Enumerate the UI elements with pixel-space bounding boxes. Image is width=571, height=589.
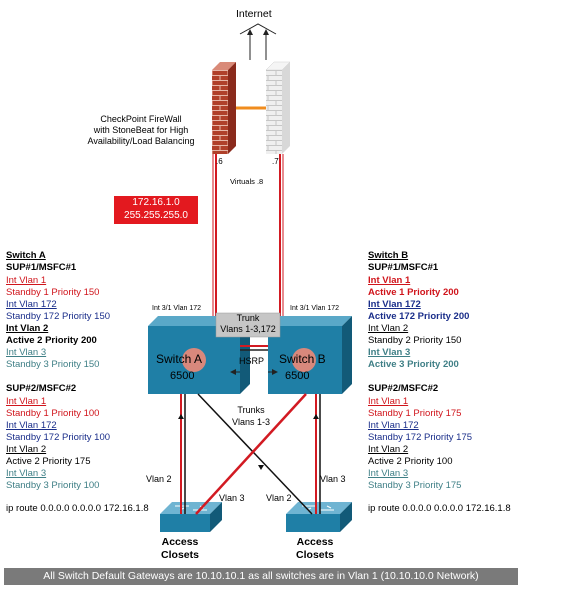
switch-a-sup2-line: Int Vlan 2 bbox=[6, 444, 47, 455]
switch-a-sup1-line: Int Vlan 1 bbox=[6, 275, 47, 286]
trunk-title: Trunk bbox=[236, 313, 260, 323]
switch-b-sup2-line: Int Vlan 1 bbox=[368, 396, 409, 407]
switch-a-sup1-line: Standby 1 Priority 150 bbox=[6, 287, 100, 298]
link-vlan3-left: Vlan 3 bbox=[219, 493, 245, 503]
switch-a-sup2-line: Standby 1 Priority 100 bbox=[6, 408, 100, 419]
firewall-secondary bbox=[265, 61, 291, 154]
trunks-label: Trunks Vlans 1-3 bbox=[229, 404, 273, 428]
switch-b-model: 6500 bbox=[285, 370, 310, 382]
switch-b-sup1-line: Int Vlan 3 bbox=[368, 347, 411, 358]
switch-a-sup1-line: Standby 172 Priority 150 bbox=[6, 311, 111, 322]
trunks-vlans: Vlans 1-3 bbox=[231, 417, 271, 427]
switch-b-sup2-line: Standby 172 Priority 175 bbox=[368, 432, 473, 443]
switch-b-sup1-line: Active 1 Priority 200 bbox=[368, 287, 459, 298]
switch-a-port-label: Int 3/1 Vlan 172 bbox=[152, 305, 202, 312]
access-links bbox=[178, 393, 321, 515]
switch-a-sup2-line: Standby 172 Priority 100 bbox=[6, 432, 111, 443]
switch-b-sup2-line: Active 2 Priority 100 bbox=[368, 456, 453, 467]
switch-a-name: Switch A bbox=[156, 352, 203, 366]
switch-a-sup1-line: Int Vlan 2 bbox=[6, 323, 49, 334]
switch-b-sup1-line: Standby 2 Priority 150 bbox=[368, 335, 462, 346]
access-closets-left-label: Access Closets bbox=[161, 536, 199, 561]
hsrp-label: HSRP bbox=[239, 356, 265, 366]
switch-b-name: Switch B bbox=[279, 352, 326, 366]
switch-a-sup2-line: Active 2 Priority 175 bbox=[6, 456, 91, 467]
trunk-label: Trunk Vlans 1-3,172 bbox=[216, 313, 280, 335]
footer-note: All Switch Default Gateways are 10.10.10… bbox=[4, 568, 518, 585]
switch-b-sup2-line: Int Vlan 3 bbox=[368, 468, 409, 479]
switch-a-model: 6500 bbox=[170, 370, 195, 382]
trunk-vlans: Vlans 1-3,172 bbox=[220, 324, 276, 334]
switch-a-sup1-line: Int Vlan 172 bbox=[6, 299, 57, 310]
switch-a-sup1-line: Active 2 Priority 200 bbox=[6, 335, 97, 346]
internet-arrows bbox=[239, 23, 277, 60]
switch-b-sup2-line: Int Vlan 172 bbox=[368, 420, 419, 431]
switch-b-sup2-line: Standby 1 Priority 175 bbox=[368, 408, 462, 419]
firewall-virtual-ip: Virtuals .8 bbox=[230, 177, 264, 186]
link-vlan3-right: Vlan 3 bbox=[320, 474, 346, 484]
switch-a-heading: Switch A bbox=[6, 250, 46, 261]
switch-a-icon bbox=[148, 316, 250, 394]
link-vlan2-left: Vlan 2 bbox=[146, 474, 172, 484]
subnet-mask: 255.255.255.0 bbox=[124, 210, 188, 221]
switch-a-sup2-line: Int Vlan 3 bbox=[6, 468, 47, 479]
switch-b-sup1-line: Int Vlan 2 bbox=[368, 323, 409, 334]
firewall-uplinks bbox=[212, 154, 284, 320]
switch-a-sup1-title: SUP#1/MSFC#1 bbox=[6, 262, 77, 273]
trunks-title: Trunks bbox=[237, 405, 265, 415]
switch-a-sup1-line: Standby 3 Priority 150 bbox=[6, 359, 100, 370]
switch-a-sup1-line: Int Vlan 3 bbox=[6, 347, 47, 358]
access-closet-right-icon bbox=[286, 502, 352, 532]
switch-b-sup2-title: SUP#2/MSFC#2 bbox=[368, 383, 439, 394]
firewall-label: CheckPoint FireWall with StoneBeat for H… bbox=[87, 114, 195, 146]
switch-a-route: ip route 0.0.0.0 0.0.0.0 172.16.1.8 bbox=[6, 503, 149, 514]
switch-a-sup2-line: Int Vlan 172 bbox=[6, 420, 57, 431]
firewall-left-ip: .6 bbox=[216, 157, 223, 166]
switch-a-sup2-title: SUP#2/MSFC#2 bbox=[6, 383, 77, 394]
switch-b-sup2-line: Standby 3 Priority 175 bbox=[368, 480, 462, 491]
firewall-right-ip: .7 bbox=[272, 157, 279, 166]
switch-b-sup2-line: Int Vlan 2 bbox=[368, 444, 409, 455]
firewall-primary bbox=[212, 62, 236, 154]
switch-a-sup2-line: Int Vlan 1 bbox=[6, 396, 47, 407]
switch-b-sup1-line: Active 3 Priority 200 bbox=[368, 359, 459, 370]
switch-b-port-label: Int 3/1 Vlan 172 bbox=[290, 305, 340, 312]
switch-b-heading: Switch B bbox=[368, 250, 409, 261]
switch-a-sup2-line: Standby 3 Priority 100 bbox=[6, 480, 100, 491]
switch-b-sup1-line: Active 172 Priority 200 bbox=[368, 311, 470, 322]
switch-b-sup1-line: Int Vlan 172 bbox=[368, 299, 421, 310]
switch-b-route: ip route 0.0.0.0 0.0.0.0 172.16.1.8 bbox=[368, 503, 511, 514]
link-vlan2-right: Vlan 2 bbox=[266, 493, 292, 503]
subnet-box: 172.16.1.0 255.255.255.0 bbox=[114, 196, 198, 224]
internet-label: Internet bbox=[236, 8, 272, 20]
access-closet-left-icon bbox=[160, 502, 222, 532]
switch-b-sup1-line: Int Vlan 1 bbox=[368, 275, 411, 286]
subnet-network: 172.16.1.0 bbox=[132, 197, 180, 208]
access-closets-right-label: Access Closets bbox=[296, 536, 334, 561]
trunk-box bbox=[215, 312, 281, 338]
switch-b-icon bbox=[268, 316, 352, 394]
switch-b-sup1-title: SUP#1/MSFC#1 bbox=[368, 262, 439, 273]
